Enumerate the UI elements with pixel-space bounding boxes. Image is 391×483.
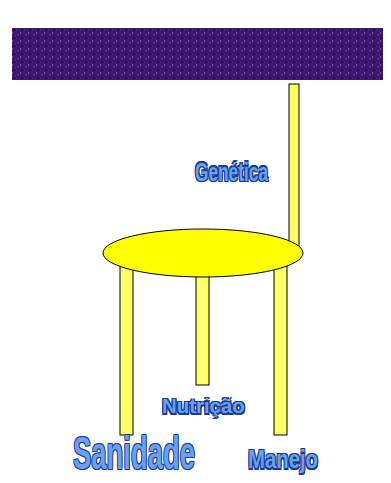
management-label: Manejo (248, 447, 318, 472)
nutrition-label: Nutrição (162, 397, 245, 417)
backrest (289, 84, 299, 254)
genetics-label: Genética (195, 160, 268, 185)
seat (103, 229, 303, 277)
header-band (12, 28, 383, 80)
left-leg (120, 262, 133, 435)
health-label: Sanidade (73, 430, 195, 477)
right-leg (274, 262, 287, 435)
middle-leg (196, 266, 209, 385)
